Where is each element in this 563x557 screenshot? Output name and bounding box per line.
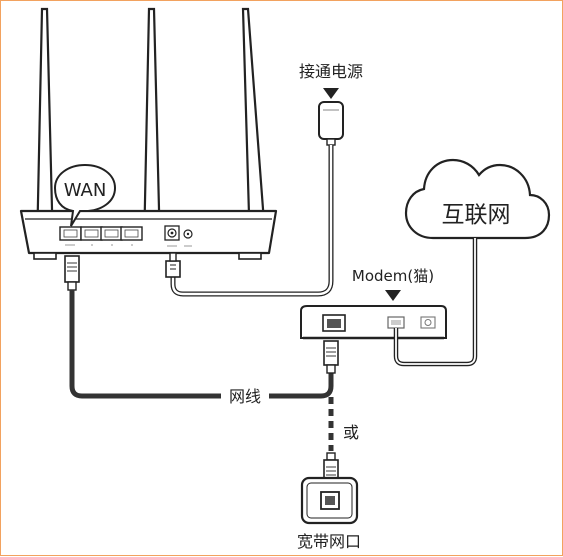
router-antennas <box>35 7 268 251</box>
network-cable: 网线 或 <box>64 255 359 483</box>
power-label: 接通电源 <box>299 62 363 81</box>
wan-callout: WAN <box>53 163 117 227</box>
power-adapter: 接通电源 <box>165 62 363 297</box>
modem-lan-port <box>322 314 346 332</box>
modem: Modem(猫) <box>300 238 478 367</box>
modem-label: Modem(猫) <box>352 267 434 285</box>
router-power-jack <box>164 225 193 241</box>
cable-label: 网线 <box>229 387 261 406</box>
or-label: 或 <box>343 423 359 442</box>
internet-cloud: 互联网 <box>404 158 551 240</box>
internet-label: 互联网 <box>442 202 511 228</box>
modem-dsl-port <box>387 316 405 329</box>
rj45-plug-wall <box>323 452 339 483</box>
router-lan-ports <box>80 226 143 241</box>
modem-arrow-icon <box>385 290 401 301</box>
router-wan-port <box>59 226 82 241</box>
rj45-plug-modem <box>323 340 339 374</box>
rj45-plug-router <box>64 255 80 291</box>
router <box>19 209 278 260</box>
power-arrow-icon <box>323 88 339 99</box>
broadband-port-label: 宽带网口 <box>297 532 361 551</box>
wan-label: WAN <box>64 180 107 201</box>
broadband-wall-port: 宽带网口 <box>297 476 361 551</box>
